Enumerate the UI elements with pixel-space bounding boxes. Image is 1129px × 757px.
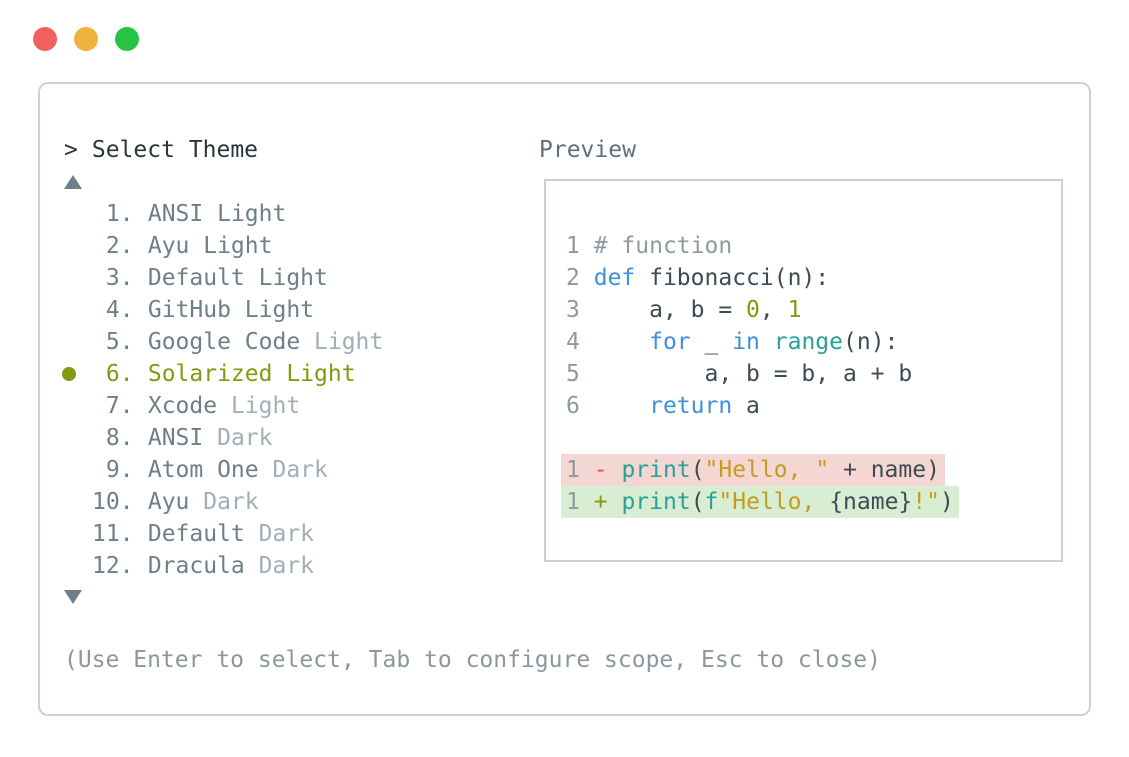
theme-item-variant: Light <box>203 201 287 227</box>
theme-item-number: 8. <box>92 425 134 451</box>
code-line-content: 5 a, b = b, a + b <box>566 361 913 387</box>
code-line-content: 3 a, b = 0, 1 <box>566 297 802 323</box>
theme-item-variant: Dark <box>203 425 273 451</box>
theme-item-number: 3. <box>92 265 134 291</box>
hint-text: (Use Enter to select, Tab to configure s… <box>64 647 881 673</box>
diff-line-add: 1 + print(f"Hello, {name}!") <box>561 486 959 518</box>
theme-item-variant: Light <box>230 297 315 323</box>
theme-list-item[interactable]: 6. Solarized Light <box>40 358 520 390</box>
theme-list: 1. ANSI Light 2. Ayu Light 3. Default Li… <box>40 198 520 582</box>
theme-item-name: Xcode <box>134 393 218 419</box>
theme-item-variant: Light <box>189 233 273 259</box>
code-line-content: 2 def fibonacci(n): <box>566 265 830 291</box>
theme-item-variant: Light <box>217 393 301 419</box>
code-line: 6 return a <box>561 390 1061 422</box>
theme-item-number: 10. <box>92 489 134 515</box>
theme-item-name: ANSI <box>134 425 204 451</box>
theme-item-name: Dracula <box>134 553 245 579</box>
scroll-down-icon[interactable] <box>64 590 82 604</box>
code-line: 5 a, b = b, a + b <box>561 358 1061 390</box>
theme-picker-panel: > Select Theme 1. ANSI Light 2. Ayu Light… <box>38 82 1091 716</box>
theme-item-variant: Dark <box>258 457 328 483</box>
theme-item-number: 9. <box>92 457 134 483</box>
diff-line-del: 1 - print("Hello, " + name) <box>561 454 945 486</box>
theme-item-name: Default <box>134 265 245 291</box>
theme-item-number: 1. <box>92 201 134 227</box>
code-line-content: 6 return a <box>566 393 760 419</box>
theme-list-item[interactable]: 9. Atom One Dark <box>40 454 520 486</box>
theme-item-variant: Dark <box>189 489 259 515</box>
theme-list-item[interactable]: 3. Default Light <box>40 262 520 294</box>
scroll-up-icon[interactable] <box>64 175 82 189</box>
theme-item-variant: Light <box>300 329 384 355</box>
theme-item-number: 6. <box>92 361 134 387</box>
theme-item-number: 7. <box>92 393 134 419</box>
code-line: 3 a, b = 0, 1 <box>561 294 1061 326</box>
theme-item-variant: Light <box>244 265 328 291</box>
prompt-caret-icon: > <box>64 137 78 163</box>
theme-list-item[interactable]: 1. ANSI Light <box>40 198 520 230</box>
theme-item-name: ANSI <box>134 201 204 227</box>
theme-item-variant: Dark <box>244 521 315 547</box>
theme-list-item[interactable]: 10. Ayu Dark <box>40 486 520 518</box>
selected-bullet-icon <box>62 367 76 381</box>
code-line: 1 + print(f"Hello, {name}!") <box>561 486 1061 518</box>
theme-item-number: 11. <box>92 521 134 547</box>
theme-item-variant: Light <box>272 361 356 387</box>
code-block: 1 # function 2 def fibonacci(n): 3 a, b = … <box>546 181 1061 518</box>
theme-list-item[interactable]: 12. Dracula Dark <box>40 550 520 582</box>
code-line-content: 4 for _ in range(n): <box>566 329 899 355</box>
theme-item-name: Atom One <box>134 457 259 483</box>
theme-item-name: Ayu <box>134 233 190 259</box>
code-line-content: 1 # function <box>566 233 733 259</box>
prompt-title: Select Theme <box>91 137 259 163</box>
code-line: 2 def fibonacci(n): <box>561 262 1061 294</box>
code-line: 1 # function <box>561 230 1061 262</box>
preview-label: Preview <box>539 137 636 163</box>
close-button[interactable] <box>33 27 57 51</box>
theme-item-name: Solarized <box>134 361 273 387</box>
theme-list-item[interactable]: 8. ANSI Dark <box>40 422 520 454</box>
code-line: 1 - print("Hello, " + name) <box>561 454 1061 486</box>
theme-list-item[interactable]: 4. GitHub Light <box>40 294 520 326</box>
theme-item-name: Ayu <box>134 489 190 515</box>
preview-box: 1 # function 2 def fibonacci(n): 3 a, b = … <box>544 179 1063 562</box>
theme-item-name: GitHub <box>134 297 231 323</box>
theme-list-item[interactable]: 7. Xcode Light <box>40 390 520 422</box>
theme-item-number: 2. <box>92 233 134 259</box>
maximize-button[interactable] <box>115 27 139 51</box>
theme-list-item[interactable]: 2. Ayu Light <box>40 230 520 262</box>
code-line: 4 for _ in range(n): <box>561 326 1061 358</box>
theme-list-item[interactable]: 5. Google Code Light <box>40 326 520 358</box>
code-line <box>561 422 1061 454</box>
theme-list-item[interactable]: 11. Default Dark <box>40 518 520 550</box>
window-controls <box>33 27 139 51</box>
theme-picker-prompt[interactable]: > Select Theme <box>64 134 258 166</box>
theme-item-name: Default <box>134 521 245 547</box>
minimize-button[interactable] <box>74 27 98 51</box>
theme-item-number: 5. <box>92 329 134 355</box>
theme-item-number: 12. <box>92 553 134 579</box>
theme-item-number: 4. <box>92 297 134 323</box>
theme-item-name: Google Code <box>134 329 301 355</box>
theme-item-variant: Dark <box>244 553 315 579</box>
